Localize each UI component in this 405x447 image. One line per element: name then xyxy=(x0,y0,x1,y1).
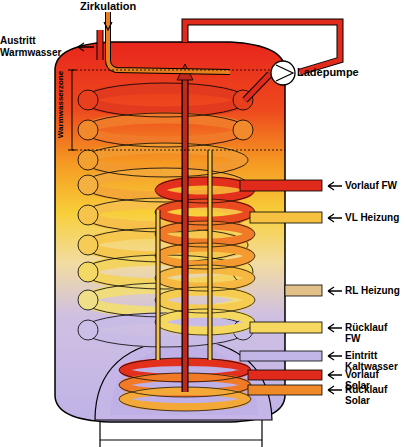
pipe-label: Ladepumpe xyxy=(297,66,397,79)
pipe-label: Austritt Warmwasser xyxy=(0,35,76,59)
pipe-label: Eintritt Kaltwasser xyxy=(345,350,405,372)
pipe-label: Vorlauf FW xyxy=(345,180,405,191)
pipe-label: VL Heizung xyxy=(345,212,405,223)
pipe-label: Zirkulation xyxy=(80,0,170,13)
pipe-label: Rücklauf Solar xyxy=(345,384,405,406)
pipe-label: Rücklauf FW xyxy=(345,322,405,344)
pipe-label: RL Heizung xyxy=(345,285,405,296)
pipe-label: Warmwasserzone xyxy=(54,70,67,137)
